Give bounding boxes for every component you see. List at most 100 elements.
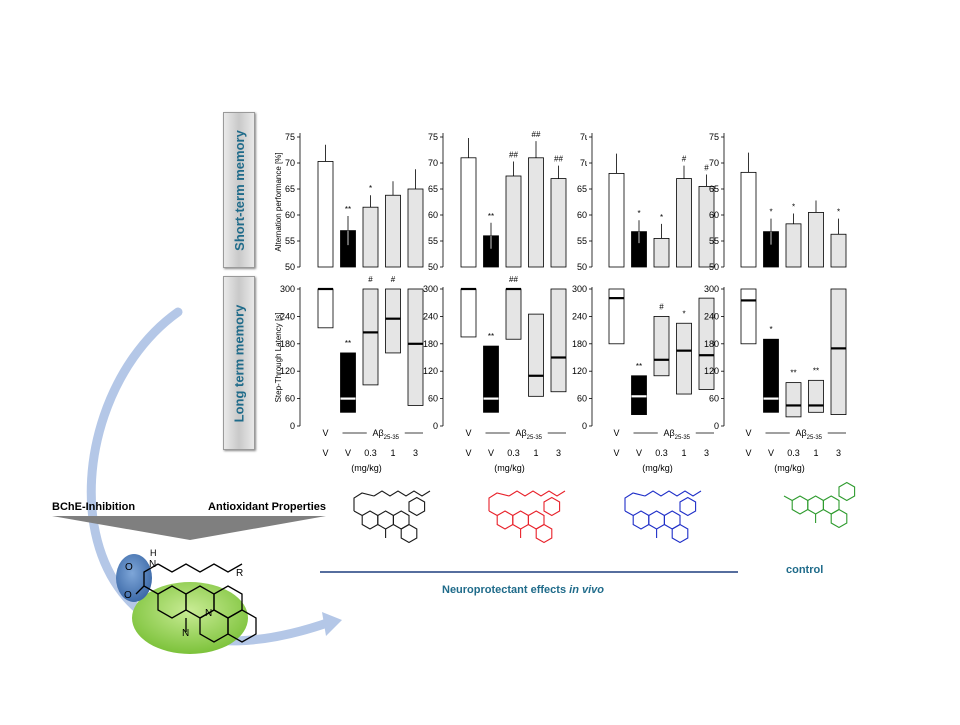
long-term-memory-label: Long term memory	[231, 304, 247, 422]
box	[631, 375, 647, 415]
ring	[679, 496, 697, 517]
carbamate-bond	[488, 492, 510, 511]
ring	[512, 510, 529, 530]
ring	[671, 523, 689, 544]
significance-mark: **	[488, 212, 494, 221]
abeta-subscript: 25-35	[384, 435, 400, 441]
alkyl-chain	[508, 490, 566, 497]
x-label-v: V	[322, 428, 328, 438]
significance-mark: **	[790, 369, 796, 378]
bar	[407, 188, 424, 268]
box	[340, 352, 356, 413]
abeta-main: Aβ	[515, 428, 526, 438]
scaffold-n: N	[149, 559, 156, 570]
box	[317, 288, 334, 329]
y-tick-label: 300	[280, 284, 295, 294]
significance-mark: *	[369, 184, 372, 193]
y-tick-label: 70	[709, 158, 719, 168]
box	[676, 322, 692, 395]
ring	[361, 510, 379, 530]
abeta-main: Aβ	[372, 428, 383, 438]
x-label-dose: 1	[390, 448, 395, 458]
significance-mark: ##	[532, 130, 541, 139]
y-tick-label: 240	[704, 311, 719, 321]
significance-mark: *	[769, 208, 772, 217]
significance-mark: **	[813, 366, 819, 375]
x-label-abeta: Aβ25-35	[663, 428, 690, 441]
x-label-dose: 0.3	[507, 448, 520, 458]
y-tick-label: 50	[709, 262, 719, 272]
y-tick-label: 7ɩ	[580, 132, 587, 142]
x-label-dose: 3	[704, 448, 709, 458]
control-label: control	[786, 564, 823, 576]
x-label-dose: V	[322, 448, 328, 458]
box	[528, 313, 544, 397]
y-tick-label: 60	[709, 210, 719, 220]
alkyl-chain	[373, 490, 431, 497]
y-tick-label: 0	[582, 421, 587, 431]
y-tick-label: 60	[577, 210, 587, 220]
box	[740, 288, 757, 345]
bar	[505, 175, 522, 268]
significance-mark: *	[660, 213, 663, 222]
x-label-dose: V	[745, 448, 751, 458]
scaffold-o2: O	[124, 590, 132, 601]
ring	[535, 523, 553, 544]
scaffold-structure: H N O O R N N	[116, 548, 257, 654]
ring	[807, 495, 824, 515]
bar	[460, 157, 477, 268]
x-label-v: V	[745, 428, 751, 438]
bar	[785, 223, 802, 268]
abeta-main: Aβ	[663, 428, 674, 438]
box	[608, 288, 625, 345]
y-axis-label: Alternation performance [%]	[274, 152, 283, 251]
ring	[648, 510, 665, 530]
significance-mark: #	[391, 275, 396, 284]
oxygen-bond	[624, 510, 634, 516]
abeta-subscript: 25-35	[675, 435, 691, 441]
significance-mark: #	[682, 155, 687, 164]
x-label-unit: (mg/kg)	[351, 463, 382, 473]
ring	[496, 510, 514, 530]
abeta-subscript: 25-35	[527, 435, 543, 441]
x-label-dose: 3	[556, 448, 561, 458]
y-tick-label: 120	[423, 366, 438, 376]
ring	[838, 481, 856, 502]
green-oval	[132, 582, 248, 654]
x-label-dose: V	[465, 448, 471, 458]
y-tick-label: 300	[423, 284, 438, 294]
oxygen-bond	[488, 510, 498, 516]
ring	[543, 496, 561, 517]
x-label-abeta: Aβ25-35	[515, 428, 542, 441]
box	[653, 315, 670, 377]
y-tick-label: 180	[572, 339, 587, 349]
significance-mark: *	[637, 209, 640, 218]
significance-mark: **	[488, 332, 494, 341]
curved-arrow-head	[322, 612, 342, 636]
y-axis-label: Step-Through Latency [s]	[274, 313, 283, 403]
y-tick-label: 50	[577, 262, 587, 272]
significance-mark: **	[345, 339, 351, 348]
significance-mark: **	[345, 205, 351, 214]
ring	[400, 523, 418, 544]
bar	[385, 194, 401, 268]
box	[460, 288, 477, 338]
antioxidant-label: Antioxidant Properties	[208, 501, 326, 513]
y-tick-label: 65	[709, 184, 719, 194]
significance-mark: #	[659, 302, 664, 311]
y-tick-label: 55	[285, 236, 295, 246]
y-tick-label: 300	[572, 284, 587, 294]
y-tick-label: 120	[280, 366, 295, 376]
bar	[676, 178, 692, 268]
ring	[830, 508, 848, 529]
y-tick-label: 180	[280, 339, 295, 349]
bar	[550, 178, 567, 268]
ring	[408, 496, 426, 517]
alkyl-chain	[644, 490, 702, 497]
bar	[608, 172, 625, 268]
y-tick-label: 70	[285, 158, 295, 168]
